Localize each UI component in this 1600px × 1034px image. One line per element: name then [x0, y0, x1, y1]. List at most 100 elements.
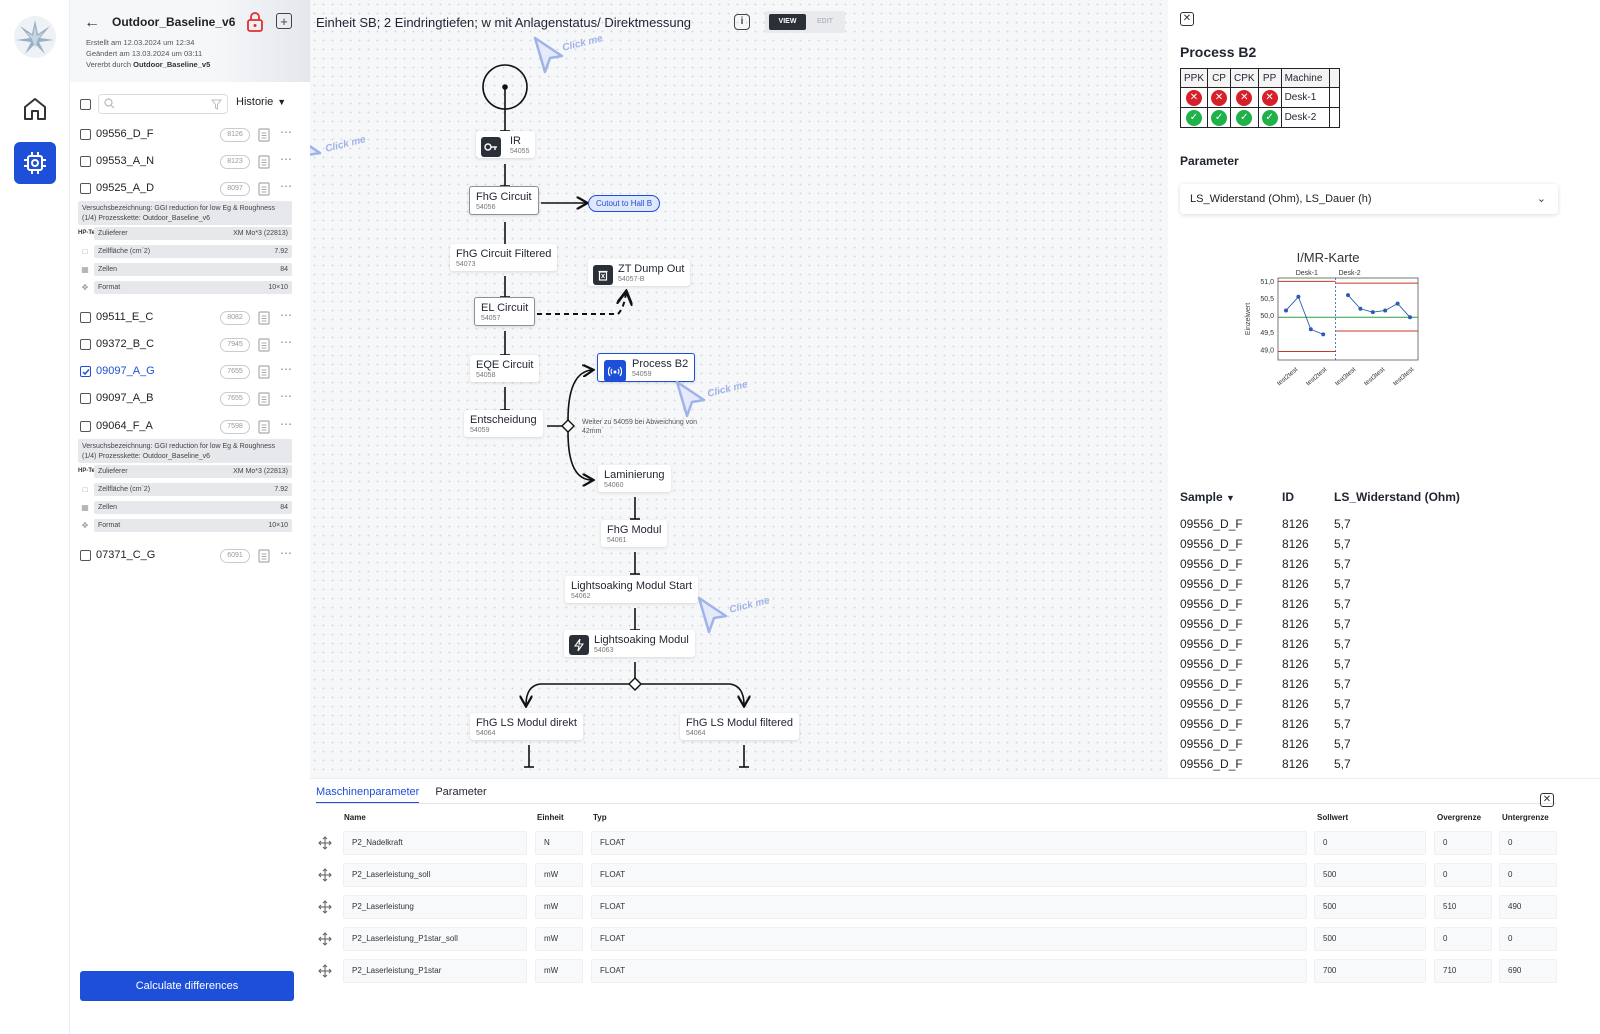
drag-handle-icon[interactable] — [318, 836, 332, 850]
flow-node-entscheidung[interactable]: Entscheidung 54059 — [464, 410, 543, 437]
item-checkbox[interactable] — [80, 393, 91, 404]
drag-handle-icon[interactable] — [318, 900, 332, 914]
more-icon[interactable]: ⋯ — [280, 152, 293, 166]
type-field[interactable]: FLOAT — [591, 959, 1307, 983]
unit-field[interactable]: mW — [535, 895, 583, 919]
flow-node-el-circuit[interactable]: EL Circuit 54057 — [474, 297, 536, 326]
drag-handle-icon[interactable] — [318, 932, 332, 946]
split-diamond[interactable] — [628, 677, 642, 691]
close-icon[interactable]: ✕ — [1540, 793, 1554, 807]
flow-node-fhg-circuit[interactable]: FhG Circuit 54056 — [469, 186, 539, 215]
info-icon[interactable]: i — [734, 14, 750, 30]
document-icon[interactable] — [258, 128, 270, 142]
lower-field[interactable]: 690 — [1499, 959, 1557, 983]
flow-node-ls-direkt[interactable]: FhG LS Modul direkt 54064 — [470, 713, 583, 740]
document-icon[interactable] — [258, 420, 270, 434]
flow-node-lightsoaking-modul[interactable]: Lightsoaking Modul 54063 — [564, 630, 695, 657]
more-icon[interactable]: ⋯ — [280, 308, 293, 322]
select-all-checkbox[interactable] — [80, 99, 91, 110]
document-icon[interactable] — [258, 338, 270, 352]
close-icon[interactable]: ✕ — [1180, 12, 1194, 26]
flow-node-ls-filtered[interactable]: FhG LS Modul filtered 54064 — [680, 713, 799, 740]
more-icon[interactable]: ⋯ — [280, 389, 293, 403]
type-field[interactable]: FLOAT — [591, 895, 1307, 919]
process-canvas[interactable]: Einheit SB; 2 Eindringtiefen; w mit Anla… — [310, 0, 1168, 778]
target-field[interactable]: 0 — [1314, 831, 1426, 855]
name-field[interactable]: P2_Laserleistung_P1star — [343, 959, 527, 983]
target-field[interactable]: 700 — [1314, 959, 1426, 983]
item-checkbox[interactable] — [80, 339, 91, 350]
flow-node-ir[interactable]: IR 54055 — [476, 131, 536, 158]
search-input[interactable] — [98, 94, 228, 114]
filter-icon[interactable] — [211, 99, 222, 110]
target-field[interactable]: 500 — [1314, 863, 1426, 887]
home-button[interactable] — [14, 88, 56, 130]
upper-field[interactable]: 0 — [1434, 831, 1492, 855]
document-icon[interactable] — [258, 182, 270, 196]
upper-field[interactable]: 0 — [1434, 927, 1492, 951]
item-checkbox[interactable] — [80, 183, 91, 194]
document-icon[interactable] — [258, 549, 270, 563]
lock-icon[interactable] — [246, 12, 264, 32]
cutout-tag[interactable]: Cutout to Hall B — [588, 195, 661, 212]
view-button[interactable]: VIEW — [769, 14, 806, 30]
drag-handle-icon[interactable] — [318, 868, 332, 882]
lower-field[interactable]: 0 — [1499, 863, 1557, 887]
type-field[interactable]: FLOAT — [591, 927, 1307, 951]
document-icon[interactable] — [258, 365, 270, 379]
unit-field[interactable]: mW — [535, 927, 583, 951]
process-button[interactable] — [14, 142, 56, 184]
unit-field[interactable]: N — [535, 831, 583, 855]
flow-node-process-b2[interactable]: Process B2 54059 — [597, 353, 696, 382]
type-field[interactable]: FLOAT — [591, 831, 1307, 855]
lower-field[interactable]: 490 — [1499, 895, 1557, 919]
sample-header[interactable]: Sample ▼ — [1180, 490, 1235, 504]
tab-maschinenparameter[interactable]: Maschinenparameter — [316, 786, 420, 804]
edit-button[interactable]: EDIT — [817, 18, 833, 25]
item-checkbox[interactable] — [80, 421, 91, 432]
document-icon[interactable] — [258, 155, 270, 169]
more-icon[interactable]: ⋯ — [280, 546, 293, 560]
decision-diamond[interactable] — [561, 419, 575, 433]
item-checkbox[interactable] — [80, 550, 91, 561]
more-icon[interactable]: ⋯ — [280, 335, 293, 349]
drag-handle-icon[interactable] — [318, 964, 332, 978]
flow-node-fhg-circuit-filtered[interactable]: FhG Circuit Filtered 54073 — [450, 244, 558, 271]
back-arrow-icon[interactable]: ← — [84, 14, 100, 31]
type-field[interactable]: FLOAT — [591, 863, 1307, 887]
more-icon[interactable]: ⋯ — [280, 417, 293, 431]
flow-node-laminierung[interactable]: Laminierung 54060 — [598, 465, 671, 492]
lower-field[interactable]: 0 — [1499, 831, 1557, 855]
history-select[interactable]: Historie▼ — [236, 96, 286, 108]
upper-field[interactable]: 0 — [1434, 863, 1492, 887]
more-icon[interactable]: ⋯ — [280, 179, 293, 193]
name-field[interactable]: P2_Nadelkraft — [343, 831, 527, 855]
upper-field[interactable]: 510 — [1434, 895, 1492, 919]
item-checkbox[interactable] — [80, 312, 91, 323]
name-field[interactable]: P2_Laserleistung_P1star_soll — [343, 927, 527, 951]
target-field[interactable]: 500 — [1314, 895, 1426, 919]
calculate-differences-button[interactable]: Calculate differences — [80, 971, 294, 1001]
unit-field[interactable]: mW — [535, 863, 583, 887]
document-icon[interactable] — [258, 311, 270, 325]
target-field[interactable]: 500 — [1314, 927, 1426, 951]
